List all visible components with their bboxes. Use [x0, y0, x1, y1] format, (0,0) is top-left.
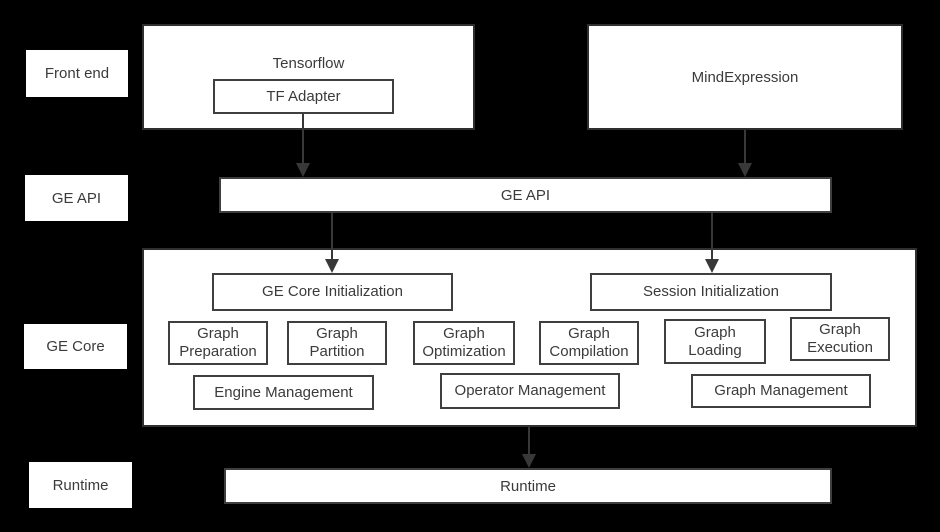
graph-execution-box: Graph Execution	[790, 317, 890, 361]
row-label-front-end: Front end	[26, 50, 128, 97]
ge-core-container: GE Core Initialization Session Initializ…	[142, 248, 917, 427]
tensorflow-label: Tensorflow	[272, 55, 345, 72]
graph-management-box: Graph Management	[691, 374, 871, 408]
session-initialization-box: Session Initialization	[590, 273, 832, 311]
tensorflow-box: Tensorflow TF Adapter	[142, 24, 475, 130]
arrow-ge-api-to-session-init-icon	[711, 213, 713, 259]
arrow-ge-api-to-ge-core-init-icon	[331, 213, 333, 259]
graph-preparation-box: Graph Preparation	[168, 321, 268, 365]
tf-adapter-box: TF Adapter	[213, 79, 394, 114]
arrow-mindexpression-to-ge-api-icon	[744, 130, 746, 163]
graph-optimization-box: Graph Optimization	[413, 321, 515, 365]
ge-api-bar: GE API	[219, 177, 832, 213]
arrow-tf-adapter-to-ge-api-icon	[302, 114, 304, 163]
graph-loading-box: Graph Loading	[664, 319, 766, 364]
graph-partition-box: Graph Partition	[287, 321, 387, 365]
operator-management-box: Operator Management	[440, 373, 620, 409]
runtime-bar: Runtime	[224, 468, 832, 504]
ge-core-initialization-box: GE Core Initialization	[212, 273, 453, 311]
row-label-ge-core: GE Core	[24, 324, 127, 369]
row-label-ge-api: GE API	[25, 175, 128, 221]
row-label-runtime: Runtime	[29, 462, 132, 508]
mindexpression-box: MindExpression	[587, 24, 903, 130]
graph-compilation-box: Graph Compilation	[539, 321, 639, 365]
arrow-ge-core-to-runtime-icon	[528, 427, 530, 454]
engine-management-box: Engine Management	[193, 375, 374, 410]
